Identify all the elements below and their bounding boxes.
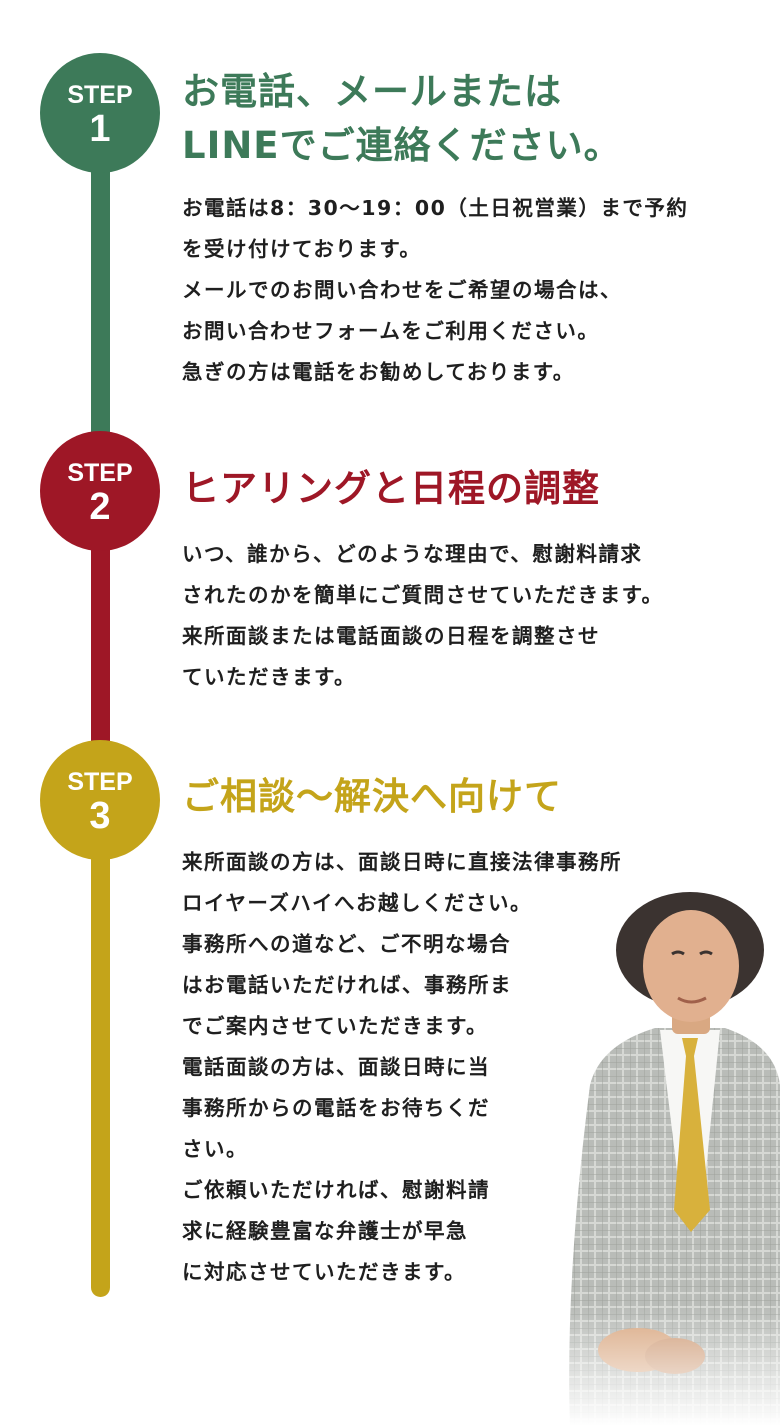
timeline-line-step3 [91,797,110,1297]
step-3-text-line: ロイヤーズハイへお越しください。 [182,891,532,915]
step-2-badge: STEP 2 [40,431,160,551]
step-3-description: 来所面談の方は、面談日時に直接法律事務所 ロイヤーズハイへお越しください。 事務… [182,842,622,1293]
step-1-title: お電話、メールまたは LINEでご連絡ください。 [182,65,742,173]
step-3-text-line: さい。 [182,1137,248,1161]
timeline-line-step1 [91,110,110,470]
step-3-text-line: 事務所からの電話をお待ちくだ [182,1096,490,1120]
step-3-text-line: ご依頼いただければ、慰謝料請 [182,1178,490,1202]
step-3-text-line: でご案内させていただきます。 [182,1014,488,1038]
step-2-text-line: されたのかを簡単にご質問させていただきます。 [182,583,664,607]
timeline-line-step2 [91,488,110,778]
step-1-number: 1 [89,108,111,150]
step-2-number: 2 [89,486,111,528]
step-3-text-line: 来所面談の方は、面談日時に直接法律事務所 [182,850,622,874]
step-1-text-line: を受け付けております。 [182,237,422,261]
step-3-label: STEP [67,768,133,796]
step-3-text-line: はお電話いただければ、事務所ま [182,973,512,997]
step-1-title-line: LINEでご連絡ください。 [182,124,622,167]
lawyer-photo [560,880,780,1426]
step-1-description: お電話は8：30〜19：00（土日祝営業）まで予約 を受け付けております。 メー… [182,188,688,393]
step-2-label: STEP [67,459,133,487]
step-1-title-line: お電話、メールまたは [182,70,562,113]
step-1-text-line: メールでのお問い合わせをご希望の場合は、 [182,278,622,302]
step-2-title: ヒアリングと日程の調整 [182,467,600,510]
step-2-description: いつ、誰から、どのような理由で、慰謝料請求 されたのかを簡単にご質問させていただ… [182,534,664,698]
step-2-text-line: 来所面談または電話面談の日程を調整させ [182,624,600,648]
step-3-text-line: 事務所への道など、ご不明な場合 [182,932,511,956]
step-1-badge: STEP 1 [40,53,160,173]
step-1-text-line: お電話は8：30〜19：00（土日祝営業）まで予約 [182,196,689,220]
step-3-title: ご相談〜解決へ向けて [182,775,562,818]
step-3-text-line: 求に経験豊富な弁護士が早急 [182,1219,468,1243]
step-3-number: 3 [89,795,111,837]
step-3-text-line: 電話面談の方は、面談日時に当 [182,1055,490,1079]
step-1-text-line: 急ぎの方は電話をお勧めしております。 [182,360,575,384]
step-3-text-line: に対応させていただきます。 [182,1260,466,1284]
step-2-text-line: ていただきます。 [182,665,356,689]
step-3-badge: STEP 3 [40,740,160,860]
step-1-label: STEP [67,81,133,109]
step-1-text-line: お問い合わせフォームをご利用ください。 [182,319,600,343]
step-2-text-line: いつ、誰から、どのような理由で、慰謝料請求 [182,542,643,566]
